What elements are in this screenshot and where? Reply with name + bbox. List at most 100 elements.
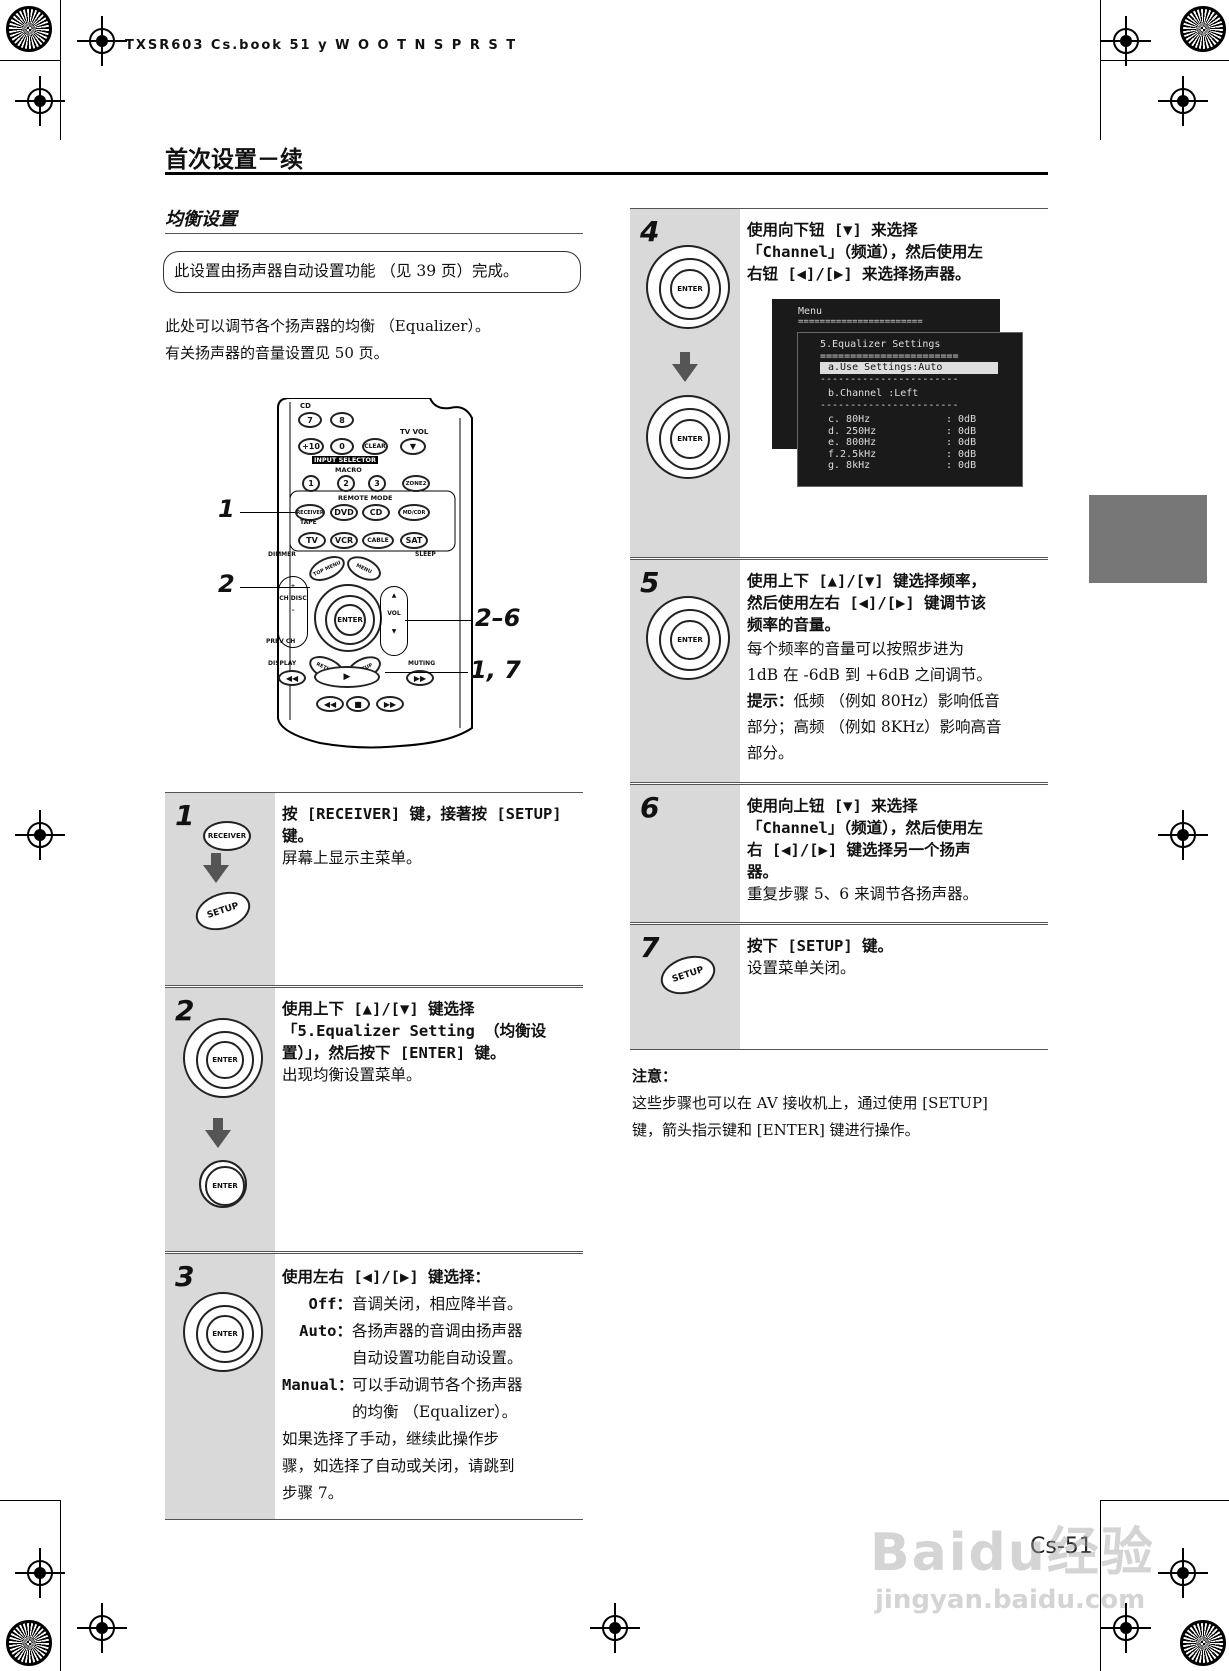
hint-label: 提示： [747, 692, 794, 710]
crop-line [60, 0, 61, 140]
cd-label: CD [300, 402, 311, 410]
mdcdr-button[interactable]: MD/CDR [398, 504, 430, 521]
registration-crosshair [1158, 76, 1208, 126]
enter-button[interactable]: ENTER [333, 603, 367, 637]
receiver-button[interactable]: RECEIVER [295, 504, 325, 521]
next-track-button[interactable]: ▶▶ [406, 670, 434, 686]
num0-button[interactable]: 0 [330, 438, 354, 455]
osd-freq-row: d. 250Hz: 0dB [820, 426, 1022, 438]
plus10-button[interactable]: +10 [298, 438, 324, 455]
book-header-line: TXSR603 Cs.book 51 y W O O T N S P R S T [125, 38, 518, 53]
macro-1-button[interactable]: 1 [302, 475, 320, 492]
osd-freq-row: e. 800Hz: 0dB [820, 437, 1022, 449]
tv-vol-button[interactable]: ▼ [400, 438, 426, 455]
osd-level: : 0dB [946, 460, 977, 471]
macro-label: MACRO [335, 466, 362, 474]
num7-button[interactable]: 7 [298, 412, 322, 428]
hint-text: 低频 （例如 80Hz）影响低音 [793, 692, 1000, 710]
stop-button[interactable]: ■ [346, 696, 370, 712]
option-manual: Manual： 可以手动调节各个扬声器 [282, 1372, 577, 1399]
dvd-button[interactable]: DVD [330, 504, 358, 521]
step-2: 2 ENTER ENTER 使用上下 [▲]/[▼] 键选择 「5.Equali… [165, 987, 583, 1252]
osd-dash: ----------------------- [820, 399, 959, 411]
enter-dial-illustration: ENTER [646, 596, 730, 680]
dial-ring [659, 609, 721, 671]
crop-line [1100, 0, 1101, 140]
vcr-button[interactable]: VCR [330, 532, 358, 549]
num8-button[interactable]: 8 [330, 412, 354, 428]
callout-2: 2 [218, 570, 235, 598]
sat-button[interactable]: SAT [400, 532, 428, 549]
dial-ring [195, 1304, 255, 1364]
step-text: 按下 [SETUP] 键。 设置菜单关闭。 [747, 935, 1042, 979]
registration-crosshair [1101, 16, 1151, 66]
step-number: 4 [640, 215, 660, 248]
step-number: 5 [640, 566, 660, 599]
enter-dial-illustration: ENTER [183, 1018, 263, 1098]
osd-freq-row: g. 8kHz: 0dB [820, 460, 1022, 472]
tv-button[interactable]: TV [298, 532, 326, 549]
chapter-tab [1089, 495, 1207, 583]
step-1: 1 RECEIVER SETUP 按 [RECEIVER] 键，接著按 [SET… [165, 792, 583, 986]
step-line: 「5.Equalizer Setting （均衡设 [282, 1022, 547, 1040]
prev-track-button[interactable]: ◀◀ [278, 670, 306, 686]
macro-3-button[interactable]: 3 [368, 475, 386, 492]
step-line: 按下 [SETUP] 键。 [747, 937, 893, 955]
ch-disc-rocker[interactable]: +CH DISC– [278, 576, 308, 648]
step-line: 「Channel」（频道），然后使用左 [747, 819, 983, 837]
osd-screen-title: 5.Equalizer Settings [820, 339, 941, 350]
rew-button[interactable]: ◀◀ [316, 696, 344, 712]
ff-button[interactable]: ▶▶ [376, 696, 404, 712]
option-desc: 音调关闭，相应降半音。 [352, 1295, 523, 1313]
registration-rosette [1180, 6, 1226, 52]
option-key: Off： [308, 1295, 353, 1313]
step-line: 使用向上钮 [▼] 来选择 [747, 797, 918, 815]
watermark-url: jingyan.baidu.com [875, 1585, 1146, 1615]
dimmer-label: DIMMER [268, 551, 296, 558]
intro-line-1: 此处可以调节各个扬声器的均衡 （Equalizer）。 [165, 317, 490, 335]
option-auto: Auto： 各扬声器的音调由扬声器 [282, 1318, 577, 1345]
enter-dial-illustration: ENTER [646, 395, 730, 479]
registration-crosshair [590, 1603, 640, 1653]
macro-2-button[interactable]: 2 [337, 475, 355, 492]
zone2-button[interactable]: ZONE2 [402, 475, 430, 492]
cable-button[interactable]: CABLE [362, 532, 394, 549]
step-line: 如果选择了手动，继续此操作步 [282, 1430, 500, 1448]
step-number: 3 [175, 1260, 195, 1293]
option-key: Auto： [299, 1322, 352, 1340]
step-number: 1 [175, 799, 195, 832]
vol-rocker[interactable]: ▲VOL▼ [380, 586, 408, 656]
registration-crosshair [15, 810, 65, 860]
sleep-label: SLEEP [415, 551, 436, 558]
crop-line [1100, 1500, 1101, 1671]
step-7: 7 SETUP 按下 [SETUP] 键。 设置菜单关闭。 [630, 924, 1048, 1050]
osd-level: : 0dB [946, 425, 977, 437]
play-button[interactable]: ▶ [314, 666, 380, 688]
osd-menu-title: Menu [798, 306, 823, 317]
registration-rosette [6, 1620, 52, 1666]
step-line: 器。 [747, 863, 779, 881]
osd-freq-row: c. 80Hz: 0dB [820, 414, 1022, 426]
display-label: DISPLAY [268, 660, 297, 667]
option-desc: 自动设置功能自动设置。 [352, 1349, 523, 1367]
enter-dial-illustration: ENTER [183, 1292, 263, 1372]
step-line: 骤，如选择了自动或关闭，请跳到 [282, 1457, 515, 1475]
step-line: 部分。 [747, 744, 794, 762]
crop-line [60, 1500, 61, 1671]
down-arrow-icon [203, 853, 229, 883]
cd-button[interactable]: CD [362, 504, 390, 521]
step-text: 使用向下钮 [▼] 来选择 「Channel」（频道），然后使用左 右钮 [◀]… [747, 219, 1042, 285]
step-text: 按 [RECEIVER] 键，接著按 [SETUP] 键。 屏幕上显示主菜单。 [282, 803, 577, 869]
note-line-1: 这些步骤也可以在 AV 接收机上，通过使用 [SETUP] [632, 1094, 988, 1112]
enter-dial[interactable]: ENTER [314, 584, 382, 652]
enter-label: ENTER [206, 1315, 244, 1353]
osd-level: : 0dB [946, 437, 977, 448]
enter-label: ENTER [670, 419, 710, 459]
option-desc: 各扬声器的音调由扬声器 [352, 1322, 523, 1340]
title-rule [165, 172, 1048, 175]
option-off: Off： 音调关闭，相应降半音。 [282, 1291, 577, 1318]
osd-freq-row: f.2.5kHz: 0dB [820, 449, 1022, 461]
osd-separator: ======================= [798, 317, 923, 327]
dial-ring [324, 594, 376, 646]
clear-button[interactable]: CLEAR [362, 438, 388, 455]
